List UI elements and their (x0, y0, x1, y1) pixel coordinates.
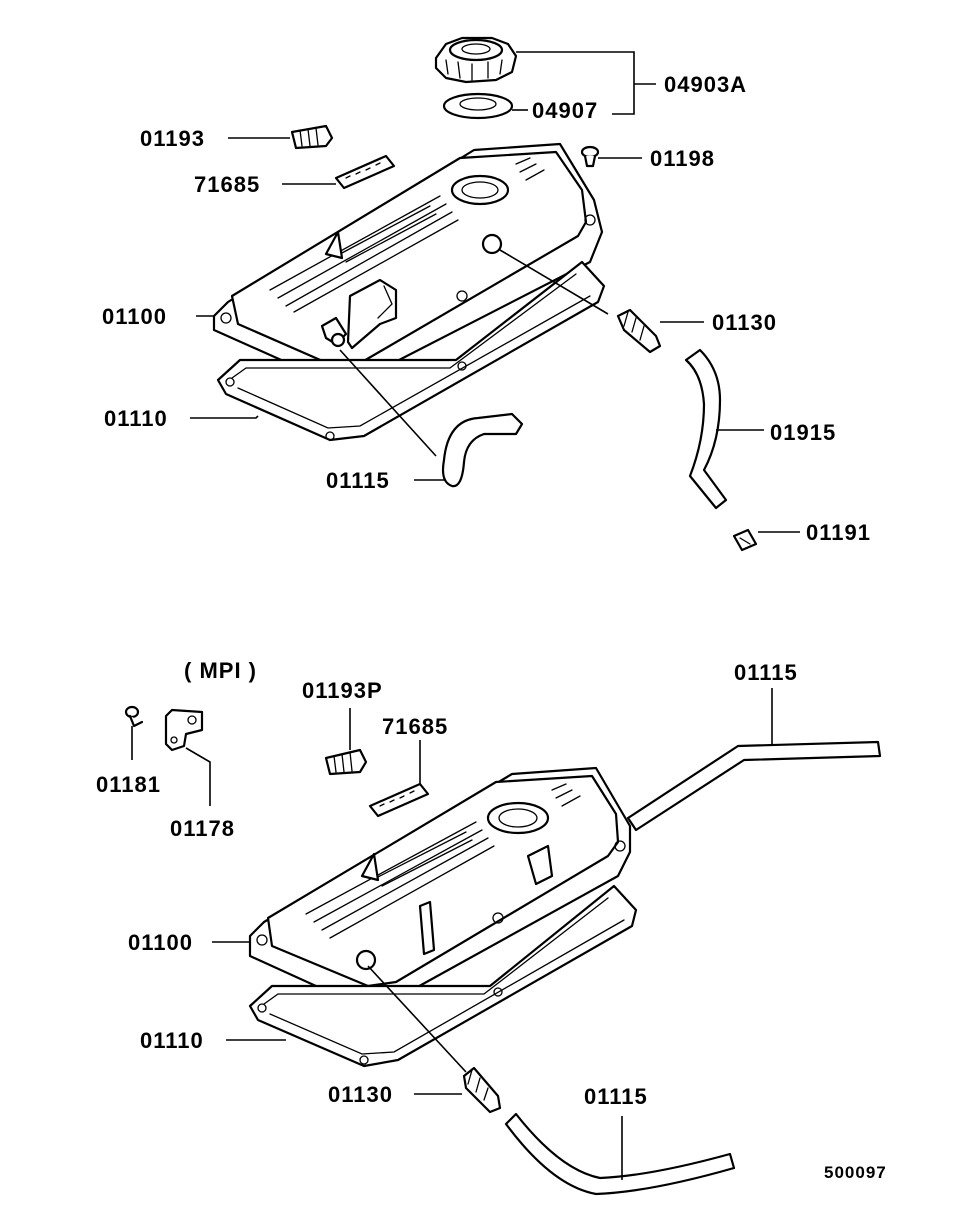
breather-hose-01115-top (441, 412, 524, 488)
bolt-01198 (580, 145, 600, 168)
rocker-cover-bottom (248, 766, 632, 1008)
label-01110-bottom: 01110 (140, 1028, 204, 1053)
bottom-assembly-mpi: ( MPI ) (96, 658, 882, 1196)
cover-gasket-bottom (248, 884, 638, 1068)
label-01130-top: 01130 (712, 310, 777, 335)
caution-plate-71685-bottom (368, 782, 430, 818)
label-04903a: 04903A (664, 72, 747, 97)
label-71685-top: 71685 (194, 172, 260, 197)
oil-filler-cap (434, 36, 518, 84)
label-01181: 01181 (96, 772, 161, 797)
label-04907: 04907 (532, 98, 598, 123)
caution-plate-71685 (334, 154, 396, 190)
top-assembly: 04903A 04907 01193 71685 01198 01100 011… (102, 36, 871, 552)
leader-01110-top (190, 415, 259, 419)
label-01100-bottom: 01100 (128, 930, 193, 955)
filler-cap-gasket (442, 92, 514, 120)
leader-04903a-bracket (516, 51, 635, 115)
label-01110-top: 01110 (104, 406, 168, 431)
label-71685-bottom: 71685 (382, 714, 448, 739)
screw-01181 (124, 705, 144, 728)
clip-01193 (290, 124, 334, 150)
label-01193: 01193 (140, 126, 205, 151)
leader-hose-to-cover (339, 349, 437, 457)
diagram-code: 500097 (824, 1163, 887, 1182)
clip-01191 (732, 528, 758, 552)
label-01178: 01178 (170, 816, 235, 841)
label-01115-lower: 01115 (584, 1084, 648, 1109)
rocker-cover-top (212, 142, 604, 382)
breather-hose-01115-upper (626, 740, 882, 832)
label-01115-top: 01115 (326, 468, 390, 493)
pcv-valve-bottom (462, 1066, 502, 1114)
leader-pcv-to-cover (499, 249, 609, 315)
leader-pcv-bottom-to-cover (367, 965, 467, 1073)
clip-01193p (324, 748, 368, 776)
breather-hose-01115-lower (504, 1112, 736, 1196)
label-01115-upper: 01115 (734, 660, 798, 685)
label-01198: 01198 (650, 146, 715, 171)
leader-01178 (185, 747, 211, 806)
ventilation-hose-01915 (684, 348, 728, 510)
label-01193p: 01193P (302, 678, 383, 703)
label-01191: 01191 (806, 520, 871, 545)
label-01130-bottom: 01130 (328, 1082, 393, 1107)
pcv-valve-top (616, 308, 662, 354)
label-mpi-variant: ( MPI ) (184, 658, 257, 683)
bracket-01178 (164, 708, 204, 752)
label-01915: 01915 (770, 420, 836, 445)
label-01100-top: 01100 (102, 304, 167, 329)
